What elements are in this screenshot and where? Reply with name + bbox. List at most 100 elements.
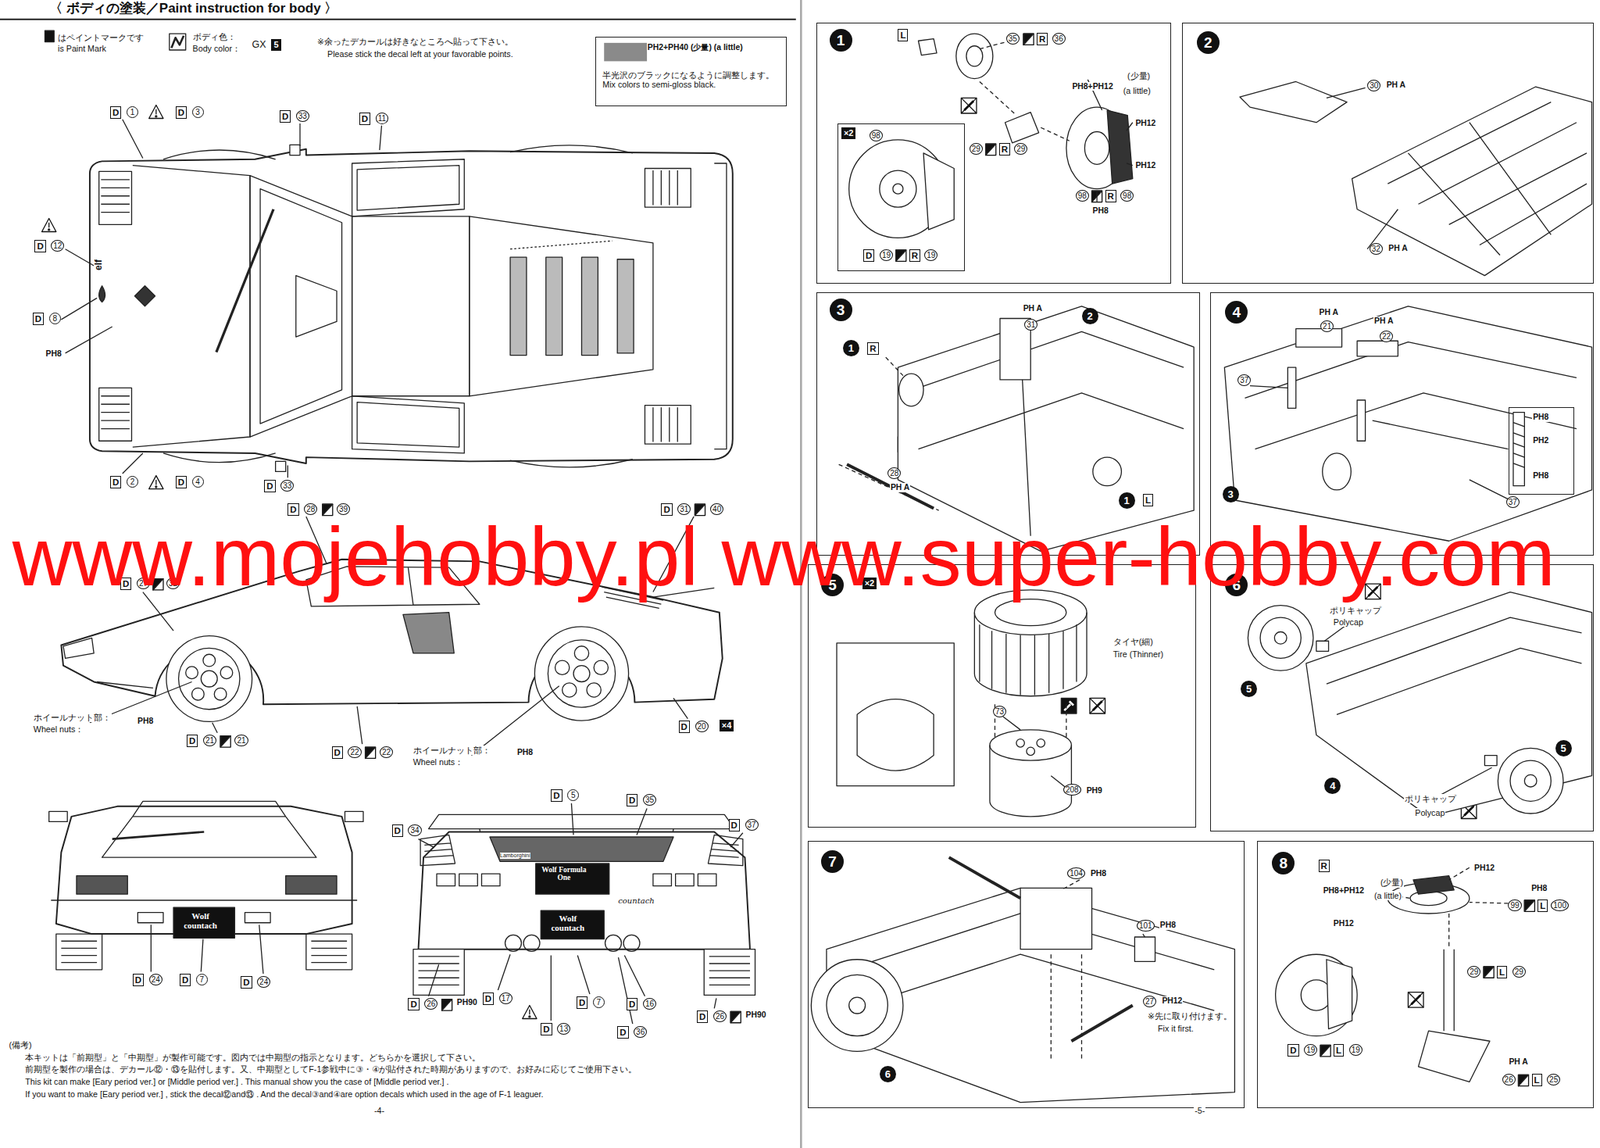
car-rear-view [418, 831, 750, 949]
side-mark: L [1142, 493, 1154, 507]
callout-number: 11 [375, 112, 389, 125]
car-top-view [99, 387, 133, 441]
paint-code: PH2 [1532, 435, 1550, 446]
callout-number: 208 [1063, 783, 1082, 796]
hub-assembly [918, 39, 938, 56]
car-front-view [76, 875, 128, 895]
callout-number: 28 [303, 503, 318, 515]
paint-code: PH A [1387, 243, 1408, 254]
hub-assembly [956, 33, 993, 79]
car-top-view [510, 240, 613, 249]
note-text: -4- [373, 1105, 386, 1115]
decal-symbol [1518, 1074, 1529, 1086]
step-number: 1 [829, 28, 853, 52]
hub-assembly [849, 33, 1133, 238]
gearbox-drawing [826, 974, 888, 1036]
car-top-view [99, 171, 133, 225]
car-top-view [132, 165, 250, 447]
step-reference: 2 [1082, 307, 1099, 325]
car-side-view [200, 670, 218, 687]
brake-drawing [1418, 1030, 1490, 1082]
car-front-view [137, 912, 164, 923]
car-top-view [352, 216, 470, 397]
step-number: 3 [829, 298, 853, 322]
car-front-view [49, 810, 68, 822]
wheel-drawing [836, 642, 954, 786]
page-title: 〈 ボディの塗装／Paint instruction for body 〉 [46, 0, 340, 17]
decal-mark: D [550, 789, 562, 802]
wheel-drawing [1324, 624, 1492, 801]
car-rear-view [420, 834, 455, 865]
note-text: タイヤ(細) [1112, 636, 1154, 647]
callout-number: 33 [296, 110, 310, 122]
step-number: 7 [821, 850, 844, 873]
decal-mark: D [617, 1025, 629, 1039]
page-rule [44, 30, 54, 42]
hub-assembly [1005, 112, 1040, 143]
car-top-view [216, 209, 274, 353]
car-rear-view [428, 814, 736, 829]
decal-mark: D [407, 997, 419, 1011]
wheel-drawing [857, 699, 934, 771]
car-rear-view [697, 873, 717, 886]
paint-code: PH12 [1473, 863, 1496, 873]
chassis-drawing [918, 331, 1185, 536]
chassis-drawing [839, 357, 940, 511]
plate-text: Wolf countach [178, 910, 223, 931]
callout-number: 16 [642, 997, 657, 1010]
note-text: ※先に取り付けます。 [1146, 1010, 1233, 1021]
car-front-view [344, 810, 364, 822]
hub-assembly [879, 170, 917, 208]
page-rule [0, 18, 797, 21]
decal-mark: D [175, 475, 187, 489]
decal-symbol [1320, 1044, 1331, 1056]
car-side-view [220, 666, 233, 679]
car-side-view [593, 660, 608, 675]
car-side-view [573, 665, 590, 683]
step-panel: 7 [807, 840, 1245, 1108]
car-top-view [469, 216, 654, 397]
note-text: Wheel nuts： [32, 724, 85, 734]
callout-number: 22 [379, 746, 393, 758]
callout-number: 37 [1506, 496, 1520, 508]
callout-number: 26 [1502, 1073, 1516, 1086]
callout-number: 19 [1303, 1043, 1318, 1056]
step-reference: 6 [879, 1065, 897, 1083]
decal-mark: D [359, 112, 371, 125]
hub-assembly [979, 40, 1070, 141]
car-top-view [644, 405, 691, 445]
wheel-drawing [1260, 617, 1301, 658]
brake-drawing [1326, 959, 1353, 1029]
car-top-view [89, 149, 733, 464]
note-text: ※余ったデカールは好きなところへ貼って下さい。 [316, 36, 515, 47]
car-top-view [100, 179, 130, 213]
car-side-view [178, 647, 240, 709]
callout-number: 25 [1546, 1073, 1561, 1086]
brake-drawing [1275, 867, 1509, 1082]
car-top-view [100, 396, 130, 429]
car-rear-view [623, 934, 640, 951]
car-rear-view [413, 803, 756, 1024]
paint-code: PH A [889, 482, 911, 493]
inset-box: PH8PH2PH8 [1508, 407, 1575, 495]
callout-number: 26 [424, 997, 438, 1010]
callout-number: 100 [1550, 899, 1569, 911]
paint-code: PH8+PH12 [1322, 885, 1365, 896]
callout-number: 98 [1120, 189, 1134, 202]
car-front-view [244, 912, 271, 923]
page-rule [171, 35, 184, 49]
chassis-drawing [1322, 453, 1352, 490]
note-text: ポリキャップ [1403, 793, 1458, 804]
hub-assembly [923, 153, 954, 230]
callout-number: 29 [969, 142, 983, 155]
callout-number: 30 [1367, 79, 1381, 92]
callout-number: 98 [1075, 189, 1090, 202]
note-text: ポリキャップ [1328, 605, 1383, 615]
decal-mark: D [132, 973, 144, 986]
paint-code: PH8+PH12 [1071, 82, 1114, 92]
logo-text: Lamborghini [500, 852, 531, 859]
note-text: (備考) [7, 1039, 33, 1050]
note-text: (a little) [1373, 890, 1403, 900]
car-top-view [644, 168, 691, 208]
